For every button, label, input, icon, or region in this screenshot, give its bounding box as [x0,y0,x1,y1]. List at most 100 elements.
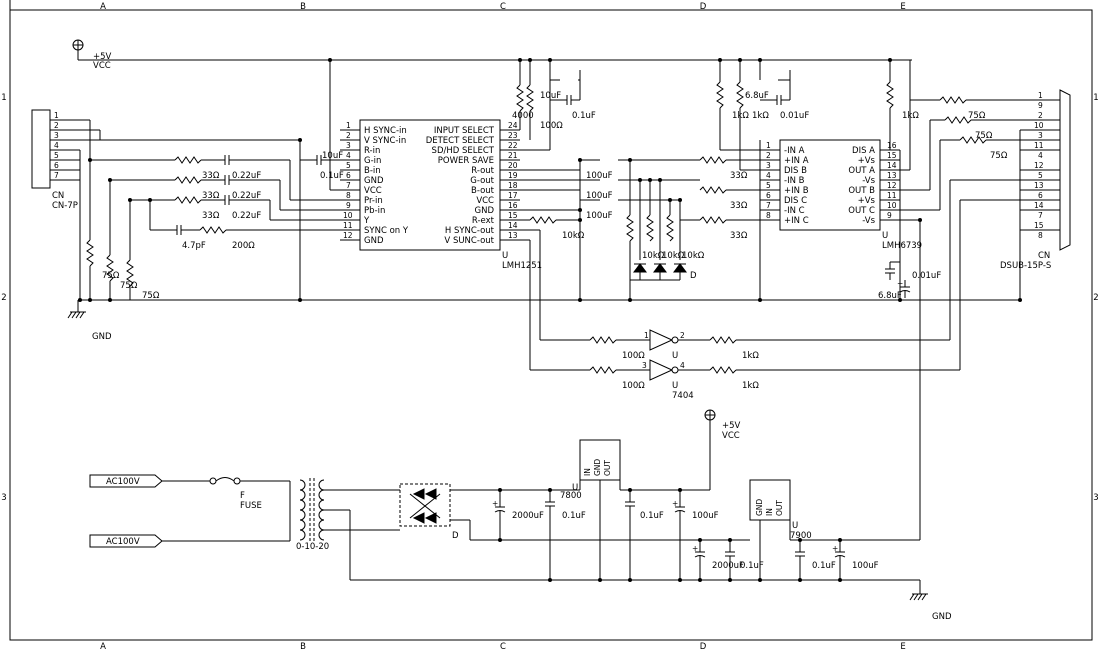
pin-number: 2 [54,121,59,130]
pin-number: 12 [343,231,353,240]
diode-icon [633,263,647,273]
pin-name: +IN B [784,186,809,196]
pin-number: 2 [1038,111,1043,120]
pin-name: R-in [364,146,380,156]
fuse-icon [209,477,217,485]
pin-number: 14 [1034,201,1044,210]
capacitor-value: 6.8uF [878,291,902,301]
capacitor-value: 10uF [322,151,343,161]
drawing-frame [9,0,1093,641]
regulator-7800 [579,439,621,481]
col-label: D [700,642,707,650]
resistor-value: 10kΩ [562,231,585,241]
vcc-net-name: VCC [93,61,111,71]
pin-name: -IN C [784,206,805,216]
pin-name: +Vs [858,196,876,206]
pin-name: +IN C [784,216,809,226]
pin-number: 19 [508,171,518,180]
pin-number: 10 [343,211,353,220]
diode-ref: D [690,271,697,281]
pin-name: +Vs [858,156,876,166]
pin-name: G-out [470,176,494,186]
diode-icon [424,488,437,500]
pin-number: 11 [1034,141,1044,150]
pin-number: 4 [54,141,59,150]
pin-number: 6 [766,191,771,200]
pin-number: 9 [1038,101,1043,110]
resistor-value: 100Ω [622,351,645,361]
pin-number: 9 [887,211,892,220]
resistor-value: 1kΩ [742,351,759,361]
pin-number: 15 [508,211,518,220]
pin-number: 2 [346,131,351,140]
pin-number: 9 [346,201,351,210]
resistor-value: 1kΩ [902,111,919,121]
capacitor-value: 4.7pF [182,241,206,251]
gnd-label: GND [92,332,112,342]
transformer-label: 0-10-20 [296,542,329,552]
pin-number: 7 [54,171,59,180]
pin-name: GND [364,176,384,186]
resistor-value: 100Ω [622,381,645,391]
pin-number: 5 [766,181,771,190]
pin-number: 1 [1038,91,1043,100]
gate-part: 7404 [672,391,694,401]
pin-number: 5 [346,161,351,170]
pin-name: OUT B [848,186,875,196]
col-label: C [500,642,506,650]
col-label: E [900,2,905,12]
resistor-value: 33Ω [730,201,748,211]
pin-name: B-out [471,186,495,196]
bridge-rectifier [399,483,451,527]
pin-number: 11 [343,221,353,230]
pin-number: 4 [680,361,685,370]
diode-icon [412,512,425,524]
pin-number: 16 [887,141,897,150]
pin-number: 18 [508,181,518,190]
ic-body [359,119,501,251]
resistor-value: 1kΩ [742,381,759,391]
pin-name: GND [364,236,384,246]
ic-ref: U [502,251,508,261]
pin-name: SD/HD SELECT [432,146,495,156]
capacitor-value: 0.1uF [320,171,344,181]
ic-ref: U [882,231,888,241]
resistor-value: 33Ω [202,211,220,221]
col-label: A [100,642,106,650]
regulator-ref: U [572,483,578,493]
pin-name: Y [363,216,370,226]
capacitor-value: 100uF [852,561,879,571]
resistor-value: 75Ω [102,271,120,281]
gnd-label: GND [932,612,952,622]
ac-input-tag [89,534,163,548]
capacitor-value: 0.01uF [912,271,941,281]
inverter-icon [649,359,674,381]
row-label: 2 [1093,293,1098,303]
regulator-part: 7800 [560,491,582,501]
pin-name: V SYNC-in [364,136,406,146]
pin-number: 5 [54,151,59,160]
pin-number: 3 [54,131,59,140]
vcc-label: +5V [93,52,112,62]
pin-number: 1 [54,111,59,120]
pin-number: 13 [508,231,518,240]
ac-input-label: AC100V [106,537,140,547]
pin-number: 23 [508,131,518,140]
diode-icon [673,263,687,273]
pin-number: 10 [1034,121,1044,130]
ic-lmh1251: 1H SYNC-in 2V SYNC-in 3R-in 4G-in 5B-in … [340,119,580,271]
pin-number: 1 [346,121,351,130]
pin-name: DETECT SELECT [426,136,495,146]
diode-icon [412,488,425,500]
pin-name: POWER SAVE [438,156,494,166]
output-network: 75Ω 75Ω 75Ω [909,96,1040,211]
pin-number: 21 [508,151,518,160]
pin-name: H SYNC-out [445,226,495,236]
gnd-rail: GND [67,299,1020,342]
pin-number: 16 [508,201,518,210]
regulator-7900 [749,479,791,521]
pin-number: 7 [1038,211,1043,220]
row-label: 1 [1093,93,1098,103]
